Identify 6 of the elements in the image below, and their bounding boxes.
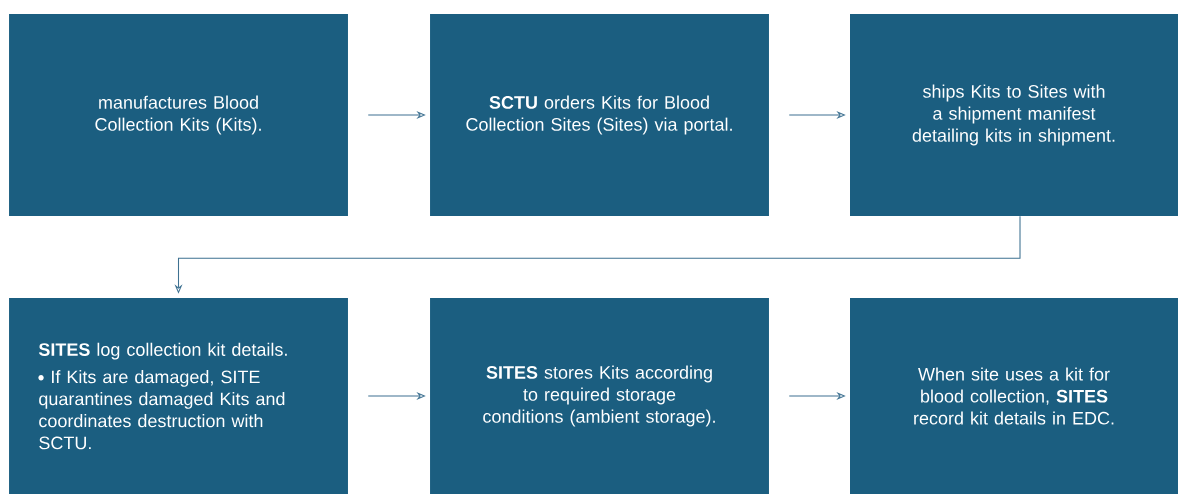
- process-box: SCTU orders Kits for Blood Collection Sites (Sites) via portal.: [430, 14, 769, 216]
- process-box: ships Kits to Sites with a shipment manifest detailing kits in shipment.: [850, 14, 1178, 216]
- process-box: When site uses a kit for blood collection, SITES record kit details in EDC.: [850, 298, 1178, 494]
- process-box: manufactures Blood Collection Kits (Kits).: [9, 14, 348, 216]
- process-box: SITES stores Kits according to required storage conditions (ambient storage).: [430, 298, 769, 494]
- process-box: SITES log collection kit details. If Kits are damaged, SITE quarantines damaged Kits and coordinates destruction with SCTU.: [9, 298, 348, 494]
